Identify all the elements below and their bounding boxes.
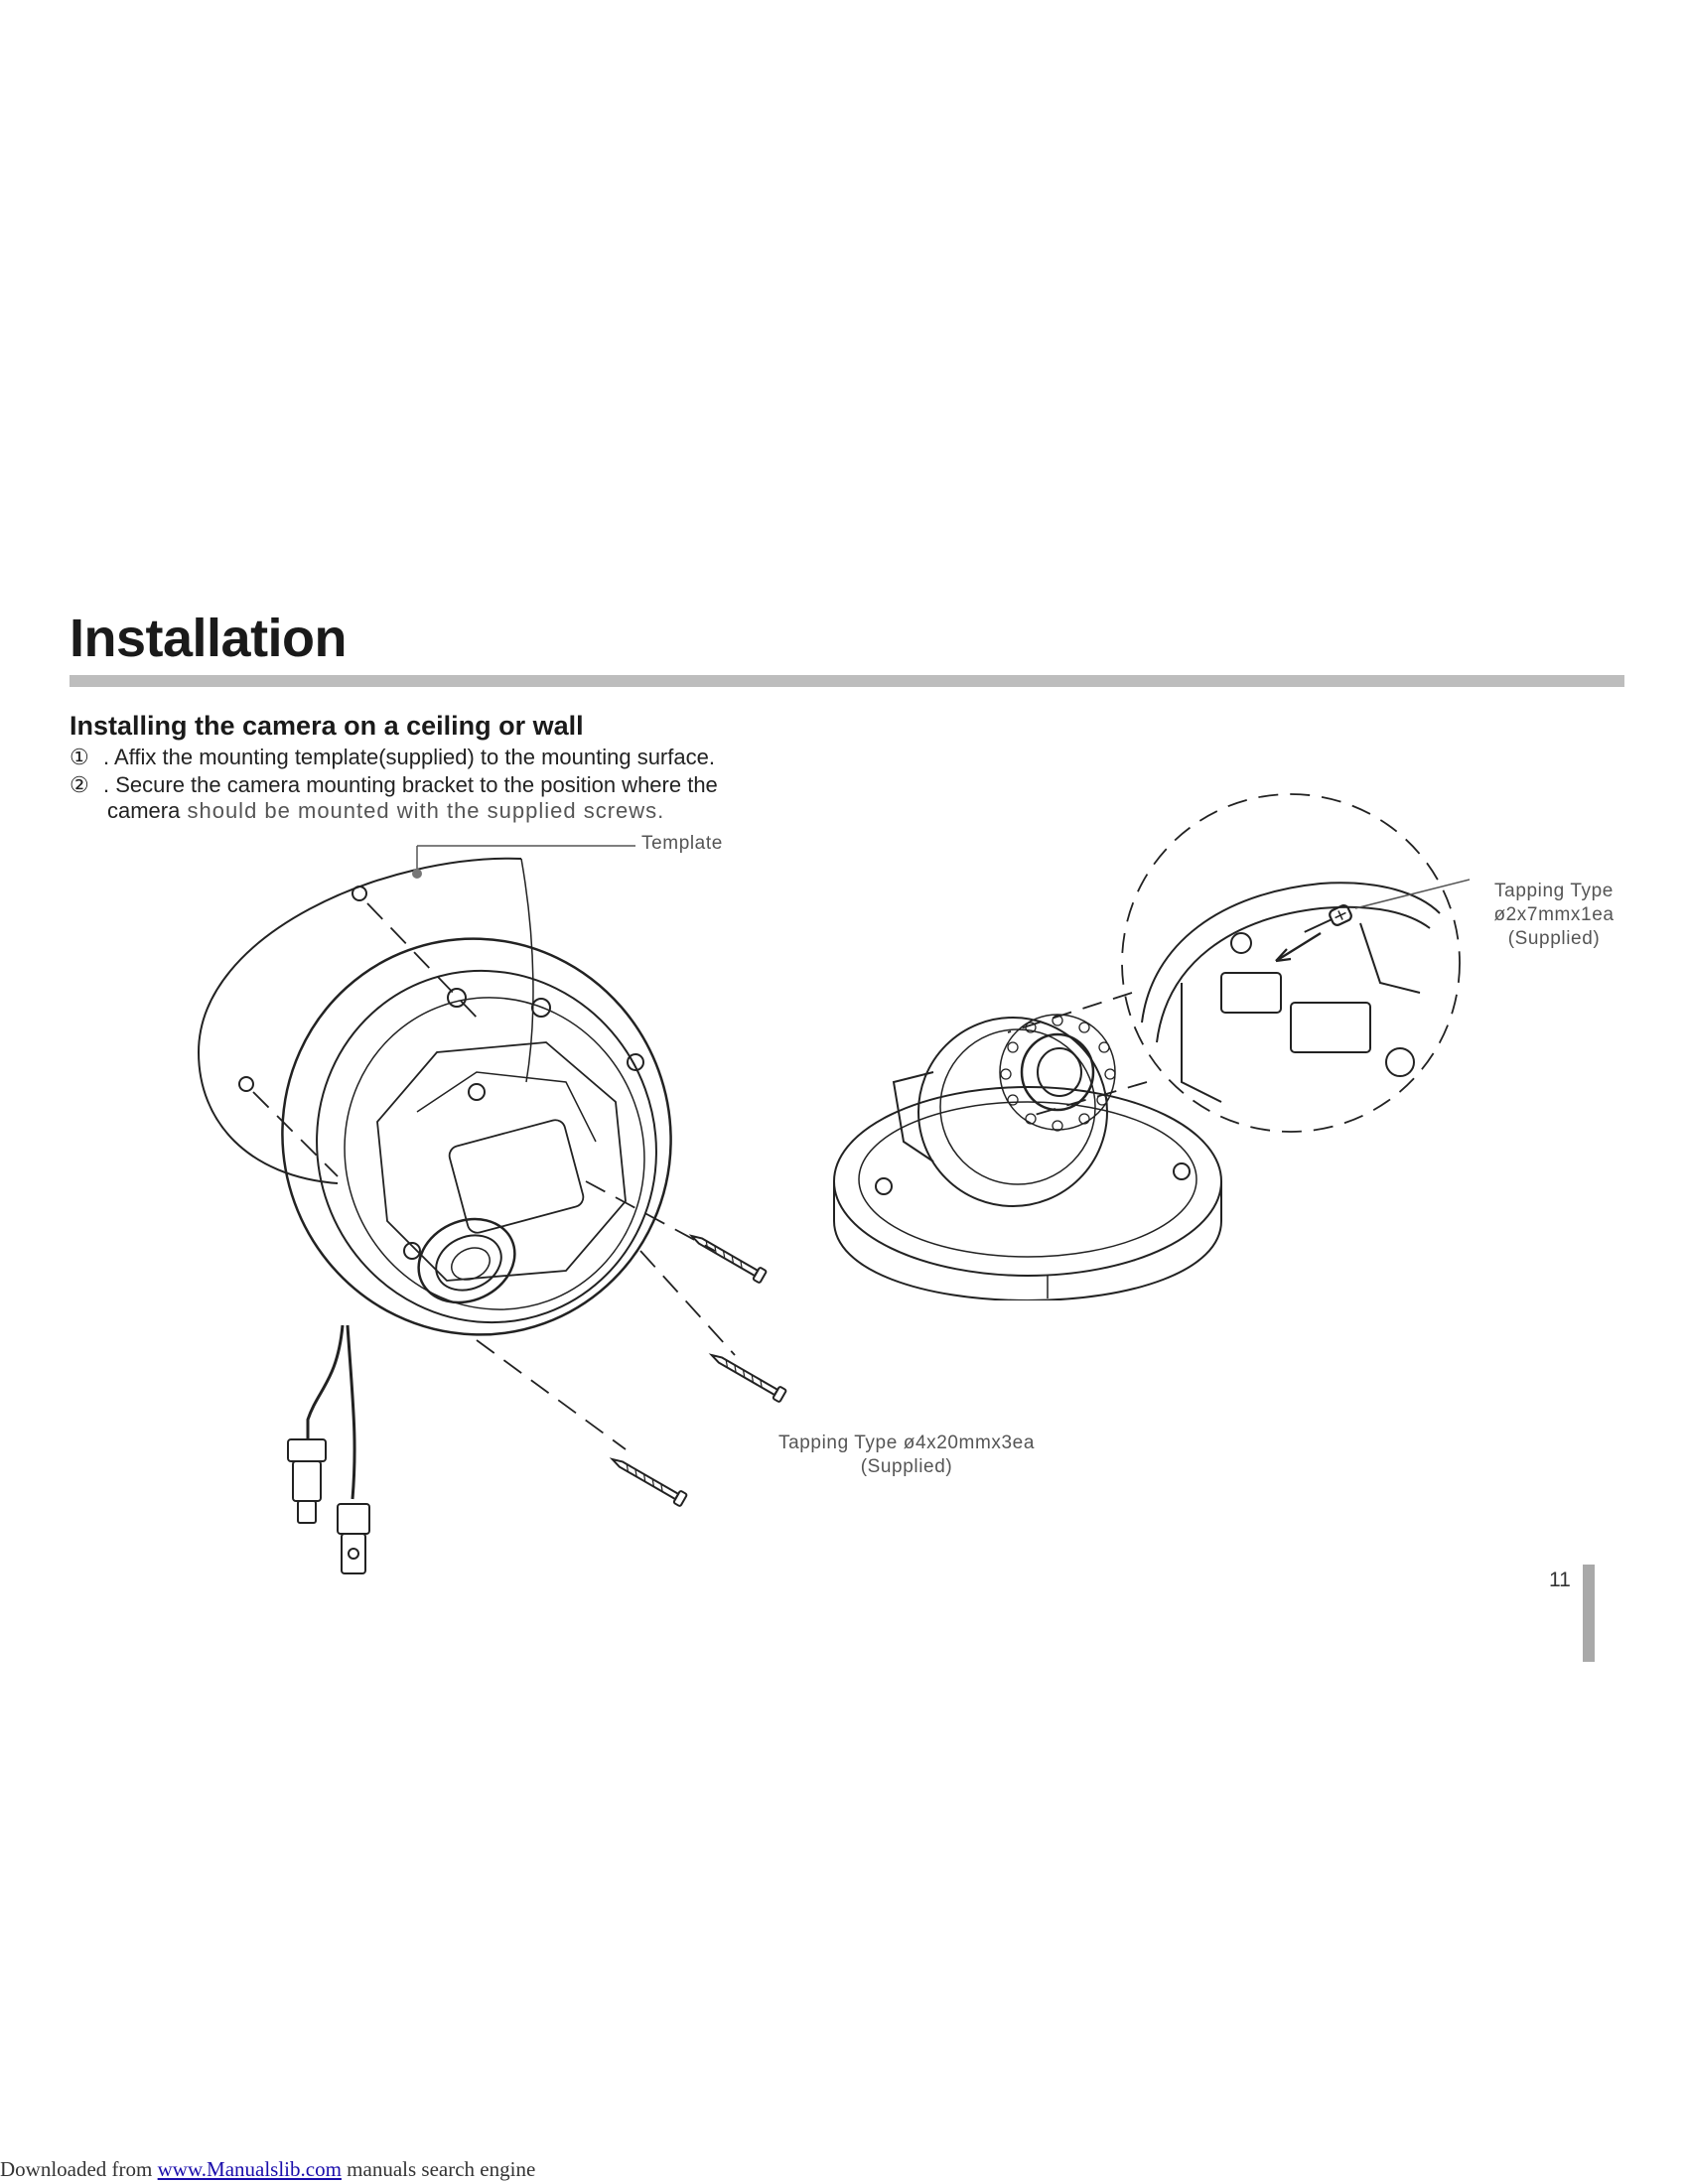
template-label: Template (641, 833, 723, 854)
camera-ball (917, 1017, 1108, 1207)
footer-suffix: manuals search engine (341, 2157, 536, 2181)
screw-large-label: Tapping Type ø4x20mmx3ea (Supplied) (743, 1432, 1070, 1479)
step-1-text: . Affix the mounting template(supplied) … (103, 745, 715, 769)
screw (688, 1234, 768, 1284)
step-2: ② . Secure the camera mounting bracket to… (70, 772, 718, 798)
screw-small-label-line1: Tapping Type (1494, 881, 1614, 901)
camera-mount-illustration (197, 845, 787, 1574)
template-disc (197, 857, 522, 1184)
ir-leds (1000, 1015, 1116, 1132)
title-rule (70, 675, 1624, 687)
screw (609, 1457, 688, 1507)
section-heading: Installing the camera on a ceiling or wa… (70, 711, 584, 741)
template-hole (352, 886, 367, 901)
screw-large-label-line1: Tapping Type ø4x20mmx3ea (777, 1433, 1036, 1453)
small-screw (1304, 904, 1352, 933)
template-hole (238, 1076, 254, 1092)
camera-detail-illustration (833, 793, 1470, 1300)
camera-lens (417, 1217, 516, 1304)
step-2-number: ② (70, 772, 89, 797)
page-tab (1583, 1565, 1595, 1662)
page-number: 11 (1549, 1569, 1571, 1591)
screw-small-label-line2: ø2x7mmx1ea (1493, 904, 1615, 925)
step-2-cont-bold: camera (107, 798, 181, 823)
cable-connector (337, 1503, 370, 1535)
page-title: Installation (70, 609, 348, 668)
camera-lens-right (1020, 1032, 1095, 1112)
footer-link[interactable]: www.Manualslib.com (157, 2157, 342, 2181)
step-2-text: . Secure the camera mounting bracket to … (103, 772, 718, 797)
footer: Downloaded from www.Manualslib.com manua… (0, 2157, 535, 2182)
step-1-number: ① (70, 745, 89, 769)
screw (708, 1353, 787, 1403)
step-2-cont-rest: should be mounted with the supplied scre… (180, 798, 665, 823)
screw-large-label-line2: (Supplied) (860, 1456, 953, 1477)
cable-connector (287, 1438, 327, 1462)
camera-cable (306, 1324, 345, 1439)
screw-small-label: Tapping Type ø2x7mmx1ea (Supplied) (1470, 880, 1638, 951)
step-2-continuation: camera should be mounted with the suppli… (107, 798, 664, 824)
detail-magnifier-circle (1121, 793, 1461, 1133)
dome-outer-shell (281, 937, 672, 1336)
footer-prefix: Downloaded from (0, 2157, 158, 2181)
step-1: ① . Affix the mounting template(supplied)… (70, 745, 715, 770)
screw-small-label-line3: (Supplied) (1507, 928, 1601, 949)
